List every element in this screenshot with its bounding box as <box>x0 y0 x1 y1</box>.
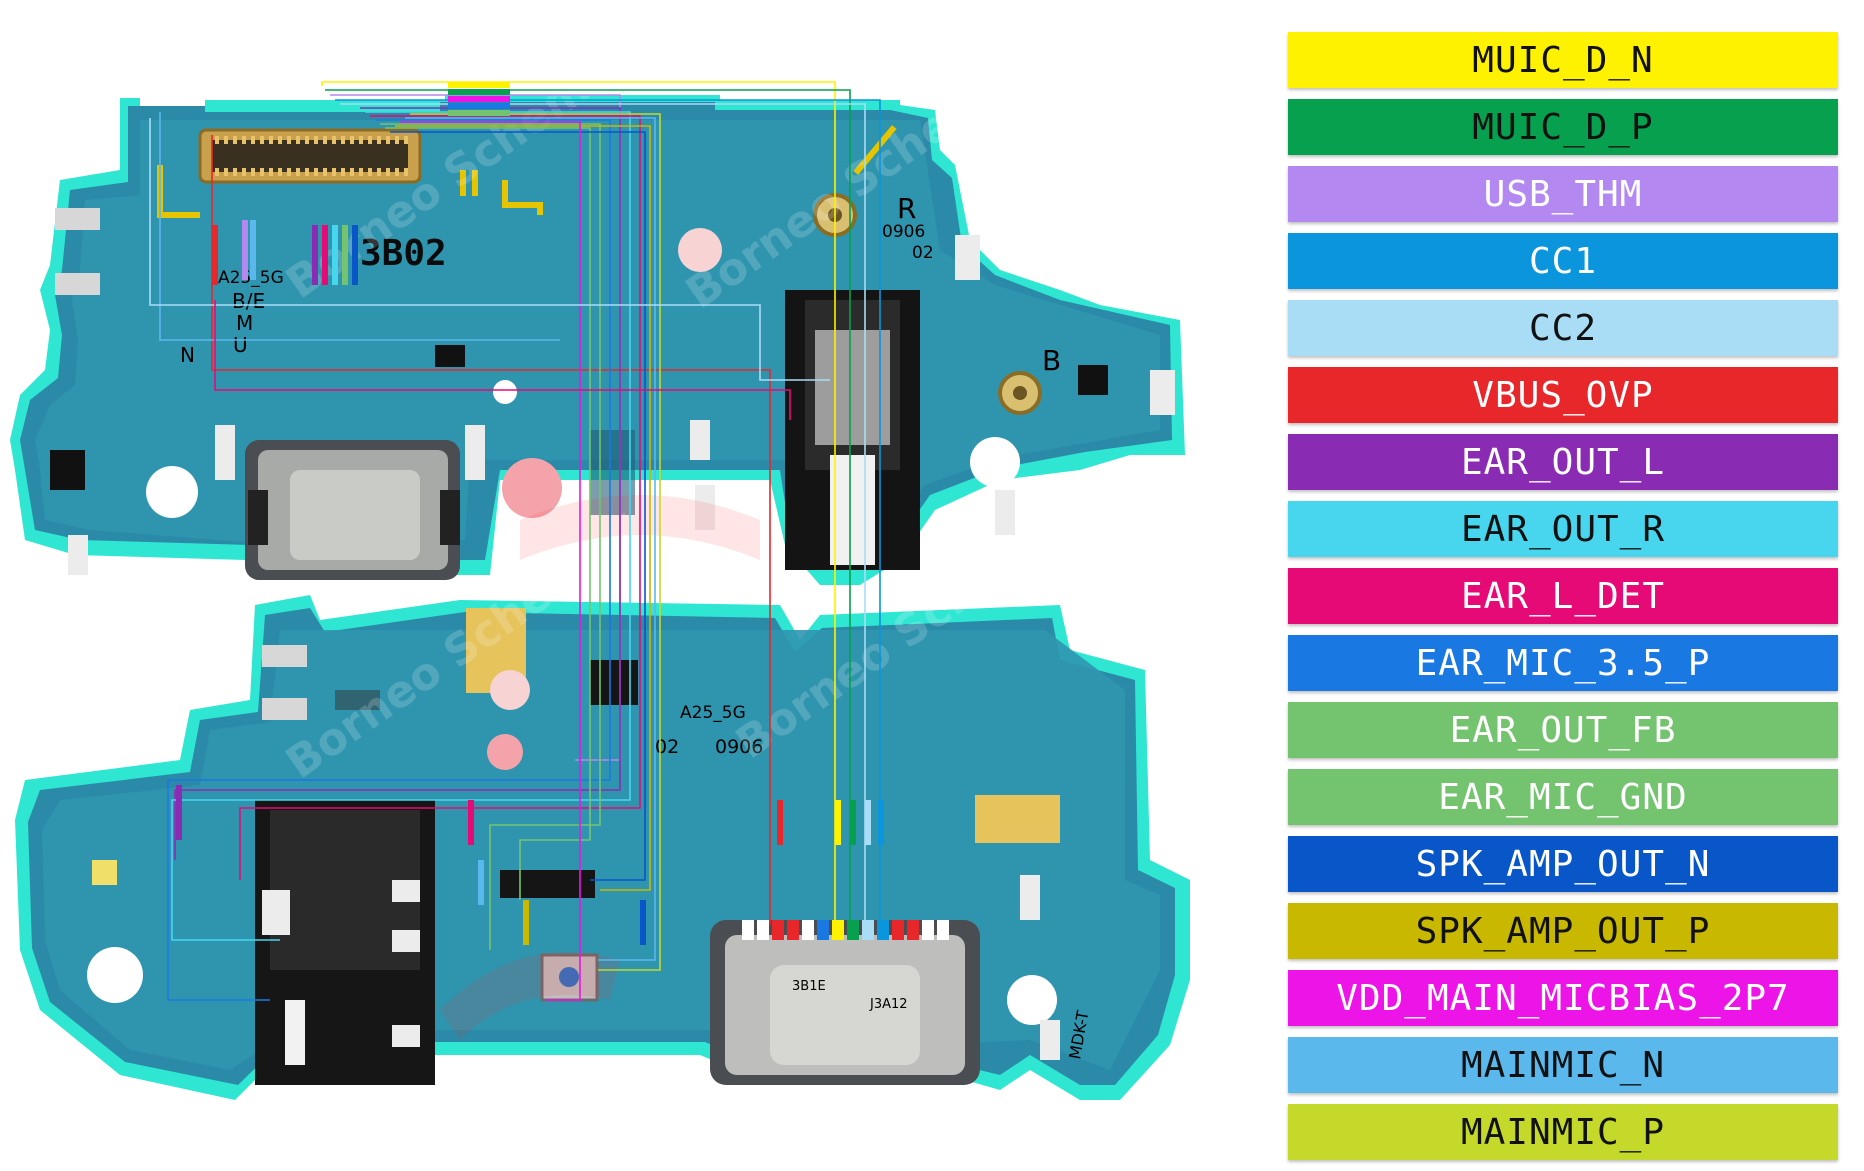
legend-label: EAR_OUT_L <box>1460 441 1666 483</box>
legend-item: EAR_L_DET <box>1288 568 1838 624</box>
legend-label: EAR_OUT_R <box>1460 508 1666 550</box>
board-letter-r: R <box>897 192 916 225</box>
legend-item: EAR_OUT_FB <box>1288 702 1838 758</box>
signal-traces <box>149 81 881 1001</box>
legend-label: CC1 <box>1528 240 1598 282</box>
legend-label: CC2 <box>1528 307 1598 349</box>
legend-item: EAR_MIC_3.5_P <box>1288 635 1838 691</box>
legend-item: SPK_AMP_OUT_P <box>1288 903 1838 959</box>
usb-marking-b: J3A12 <box>869 997 908 1012</box>
legend-label: USB_THM <box>1483 173 1643 215</box>
legend-item: MAINMIC_P <box>1288 1104 1838 1160</box>
bottom-board: A25_5G 02 0906 3B1E J3A12 MDK-T <box>15 595 1190 1100</box>
board-letter-b: B <box>1042 344 1061 377</box>
legend-item: MUIC_D_P <box>1288 99 1838 155</box>
board-marking-top: 3B02 <box>360 233 447 274</box>
legend-label: VBUS_OVP <box>1472 374 1654 416</box>
legend-item: VBUS_OVP <box>1288 367 1838 423</box>
board-model-bottom: A25_5G <box>680 703 746 723</box>
board-letter-m: M <box>236 311 253 335</box>
board-letter-u: U <box>233 333 248 357</box>
top-board: 3B02 A25_5G B/E M U N R 0906 02 B <box>10 95 1185 585</box>
pcb-board-photo: 3B02 A25_5G B/E M U N R 0906 02 B <box>10 81 1190 1100</box>
board-code-bottom-b: 0906 <box>715 736 763 758</box>
legend-item: EAR_OUT_L <box>1288 434 1838 490</box>
legend-item: EAR_MIC_GND <box>1288 769 1838 825</box>
legend-label: MUIC_D_N <box>1472 39 1654 81</box>
legend-label: MAINMIC_P <box>1460 1111 1666 1153</box>
board-code-a: 0906 <box>882 222 925 242</box>
legend-label: EAR_L_DET <box>1460 575 1666 617</box>
trace-label-tabs <box>176 82 884 945</box>
legend-item: SPK_AMP_OUT_N <box>1288 836 1838 892</box>
legend-label: MUIC_D_P <box>1472 106 1654 148</box>
legend-item: MAINMIC_N <box>1288 1037 1838 1093</box>
board-code-b: 02 <box>912 243 934 263</box>
legend-label: EAR_OUT_FB <box>1449 709 1677 751</box>
legend-label: EAR_MIC_3.5_P <box>1415 642 1711 684</box>
legend-item: CC1 <box>1288 233 1838 289</box>
usb-marking-a: 3B1E <box>792 979 826 994</box>
legend-label: MAINMIC_N <box>1460 1044 1666 1086</box>
legend-item: MUIC_D_N <box>1288 32 1838 88</box>
legend-item: USB_THM <box>1288 166 1838 222</box>
board-side-letters: B/E <box>232 289 265 313</box>
legend-label: VDD_MAIN_MICBIAS_2P7 <box>1336 977 1790 1019</box>
board-code-bottom-a: 02 <box>655 736 679 758</box>
legend-item: VDD_MAIN_MICBIAS_2P7 <box>1288 970 1838 1026</box>
board-letter-n: N <box>180 343 195 367</box>
legend-item: CC2 <box>1288 300 1838 356</box>
legend-item: EAR_OUT_R <box>1288 501 1838 557</box>
legend-label: SPK_AMP_OUT_P <box>1415 910 1711 952</box>
legend-label: EAR_MIC_GND <box>1438 776 1688 818</box>
legend-label: SPK_AMP_OUT_N <box>1415 843 1711 885</box>
